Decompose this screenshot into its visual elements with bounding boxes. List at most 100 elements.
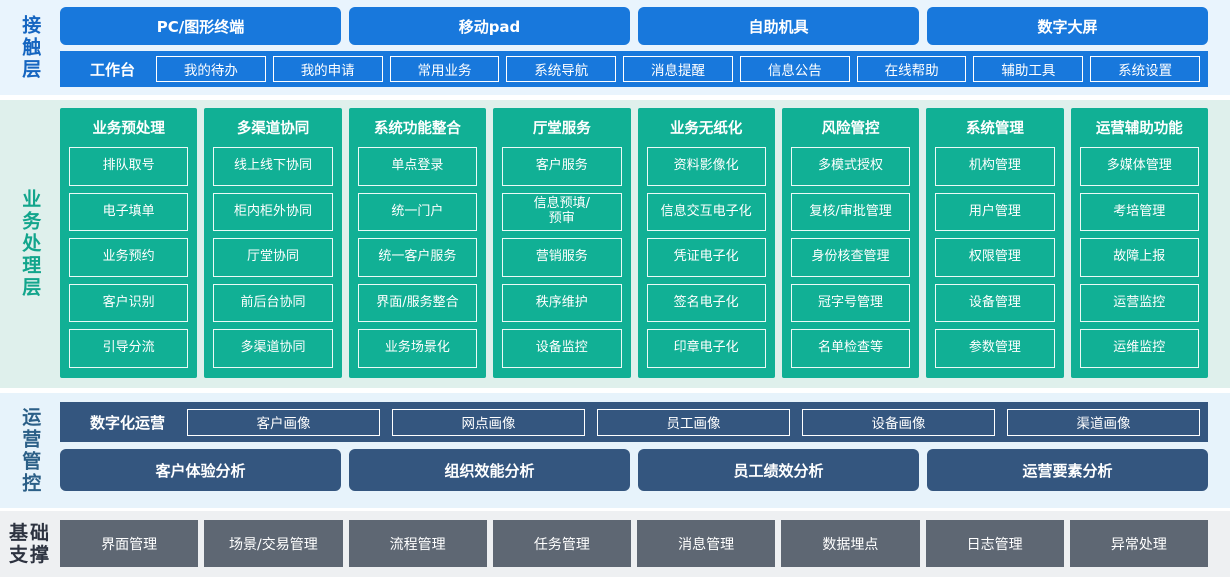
business-item[interactable]: 信息预填/ 预审 [502,192,622,232]
contact-item-system-nav[interactable]: 系统导航 [506,56,617,82]
business-item[interactable]: 运营监控 [1079,283,1199,323]
layer-business: 业务处理层 业务预处理 排队取号 电子填单 业务预约 客户识别 引导分流 多渠道… [0,100,1230,388]
business-item[interactable]: 营销服务 [502,238,622,277]
business-item[interactable]: 运维监控 [1079,329,1199,368]
foundation-item-exception-handling[interactable]: 异常处理 [1069,520,1208,567]
business-item[interactable]: 签名电子化 [646,283,766,323]
layer-contact-label-text: 接触层 [19,14,42,81]
business-card-system-management: 系统管理 机构管理 用户管理 权限管理 设备管理 参数管理 [926,108,1064,378]
business-item[interactable]: 身份核查管理 [790,238,911,277]
business-item[interactable]: 信息交互电子化 [646,192,766,232]
channel-digital-screen[interactable]: 数字大屏 [927,7,1208,45]
layer-business-body: 业务预处理 排队取号 电子填单 业务预约 客户识别 引导分流 多渠道协同 线上线… [60,100,1230,388]
contact-item-my-application[interactable]: 我的申请 [272,56,383,82]
business-item[interactable]: 用户管理 [935,192,1055,232]
business-item[interactable]: 多渠道协同 [213,329,333,368]
card-title: 运营辅助功能 [1095,121,1183,137]
channel-pc[interactable]: PC/图形终端 [60,7,341,45]
business-item[interactable]: 印章电子化 [646,329,766,368]
workbench-label: 工作台 [90,60,136,79]
business-item[interactable]: 权限管理 [935,238,1055,277]
layer-foundation-label: 基础 支撑 [0,511,60,577]
contact-item-online-help[interactable]: 在线帮助 [856,56,967,82]
business-card-operation-aux: 运营辅助功能 多媒体管理 考培管理 故障上报 运营监控 运维监控 [1070,108,1208,378]
business-item[interactable]: 多媒体管理 [1079,147,1199,186]
business-item[interactable]: 统一客户服务 [357,238,478,277]
analysis-operation-factors[interactable]: 运营要素分析 [927,449,1208,491]
business-item[interactable]: 资料影像化 [646,147,766,186]
digital-operation-row: 数字化运营 客户画像 网点画像 员工画像 设备画像 渠道画像 [60,402,1208,442]
business-card-system-integration: 系统功能整合 单点登录 统一门户 统一客户服务 界面/服务整合 业务场景化 [348,108,487,378]
foundation-item-ui-management[interactable]: 界面管理 [60,520,199,567]
business-item[interactable]: 电子填单 [69,192,189,232]
portrait-channel[interactable]: 渠道画像 [1007,408,1201,436]
business-item[interactable]: 凭证电子化 [646,238,766,277]
foundation-item-task-management[interactable]: 任务管理 [492,520,631,567]
business-item[interactable]: 引导分流 [69,329,189,368]
contact-item-info-bulletin[interactable]: 信息公告 [739,56,850,82]
channel-self-service[interactable]: 自助机具 [638,7,919,45]
card-title: 业务预处理 [92,121,165,137]
business-item[interactable]: 界面/服务整合 [357,283,478,323]
contact-item-system-settings[interactable]: 系统设置 [1090,56,1201,82]
business-item[interactable]: 机构管理 [935,147,1055,186]
analysis-org-efficiency[interactable]: 组织效能分析 [349,449,630,491]
business-item[interactable]: 设备管理 [935,283,1055,323]
card-title: 系统功能整合 [373,121,461,137]
business-card-row: 业务预处理 排队取号 电子填单 业务预约 客户识别 引导分流 多渠道协同 线上线… [60,108,1208,378]
business-item[interactable]: 客户服务 [502,147,622,186]
contact-item-my-todo[interactable]: 我的待办 [156,56,266,82]
contact-item-common-business[interactable]: 常用业务 [389,56,500,82]
business-item[interactable]: 柜内柜外协同 [213,192,333,232]
portrait-customer[interactable]: 客户画像 [187,408,381,436]
foundation-item-scene-transaction[interactable]: 场景/交易管理 [204,520,343,567]
business-item[interactable]: 秩序维护 [502,283,622,323]
card-items: 多媒体管理 考培管理 故障上报 运营监控 运维监控 [1079,147,1199,368]
portrait-employee[interactable]: 员工画像 [597,408,791,436]
layer-contact-label: 接触层 [0,0,60,95]
business-item[interactable]: 多模式授权 [790,147,911,186]
business-item[interactable]: 复核/审批管理 [790,192,911,232]
portrait-branch[interactable]: 网点画像 [392,408,586,436]
business-item[interactable]: 业务场景化 [357,329,478,368]
card-items: 线上线下协同 柜内柜外协同 厅堂协同 前后台协同 多渠道协同 [213,147,333,368]
channel-mobile-pad[interactable]: 移动pad [349,7,630,45]
analysis-row: 客户体验分析 组织效能分析 员工绩效分析 运营要素分析 [60,449,1208,491]
card-items: 单点登录 统一门户 统一客户服务 界面/服务整合 业务场景化 [357,147,478,368]
business-item[interactable]: 设备监控 [502,329,622,368]
business-item[interactable]: 统一门户 [357,192,478,232]
business-item[interactable]: 排队取号 [69,147,189,186]
analysis-employee-performance[interactable]: 员工绩效分析 [638,449,919,491]
foundation-item-data-tracking[interactable]: 数据埋点 [781,520,920,567]
business-item[interactable]: 名单检查等 [790,329,911,368]
contact-item-message-alert[interactable]: 消息提醒 [623,56,733,82]
business-item[interactable]: 客户识别 [69,283,189,323]
business-item[interactable]: 前后台协同 [213,283,333,323]
business-card-multichannel: 多渠道协同 线上线下协同 柜内柜外协同 厅堂协同 前后台协同 多渠道协同 [204,108,342,378]
business-item[interactable]: 业务预约 [69,238,189,277]
card-items: 客户服务 信息预填/ 预审 营销服务 秩序维护 设备监控 [502,147,622,368]
foundation-item-message-management[interactable]: 消息管理 [637,520,776,567]
business-card-risk-control: 风险管控 多模式授权 复核/审批管理 身份核查管理 冠字号管理 名单检查等 [781,108,920,378]
business-item[interactable]: 厅堂协同 [213,238,333,277]
business-item[interactable]: 参数管理 [935,329,1055,368]
layer-operation-body: 数字化运营 客户画像 网点画像 员工画像 设备画像 渠道画像 客户体验分析 组织… [60,393,1230,508]
contact-item-aux-tools[interactable]: 辅助工具 [973,56,1084,82]
analysis-customer-experience[interactable]: 客户体验分析 [60,449,341,491]
foundation-item-process-management[interactable]: 流程管理 [348,520,487,567]
layer-foundation-label-line1: 基础 [8,521,51,544]
card-items: 机构管理 用户管理 权限管理 设备管理 参数管理 [935,147,1055,368]
foundation-item-log-management[interactable]: 日志管理 [925,520,1064,567]
business-item[interactable]: 故障上报 [1079,238,1199,277]
business-item[interactable]: 线上线下协同 [213,147,333,186]
layer-foundation: 基础 支撑 界面管理 场景/交易管理 流程管理 任务管理 消息管理 数据埋点 日… [0,508,1230,577]
portrait-device[interactable]: 设备画像 [802,408,996,436]
card-items: 排队取号 电子填单 业务预约 客户识别 引导分流 [69,147,189,368]
card-title: 厅堂服务 [532,121,591,137]
card-title: 多渠道协同 [236,121,310,137]
business-item[interactable]: 单点登录 [357,147,478,186]
business-item[interactable]: 冠字号管理 [790,283,911,323]
business-item[interactable]: 考培管理 [1079,192,1199,232]
layer-foundation-label-line2: 支撑 [8,544,51,566]
business-card-paperless: 业务无纸化 资料影像化 信息交互电子化 凭证电子化 签名电子化 印章电子化 [637,108,775,378]
